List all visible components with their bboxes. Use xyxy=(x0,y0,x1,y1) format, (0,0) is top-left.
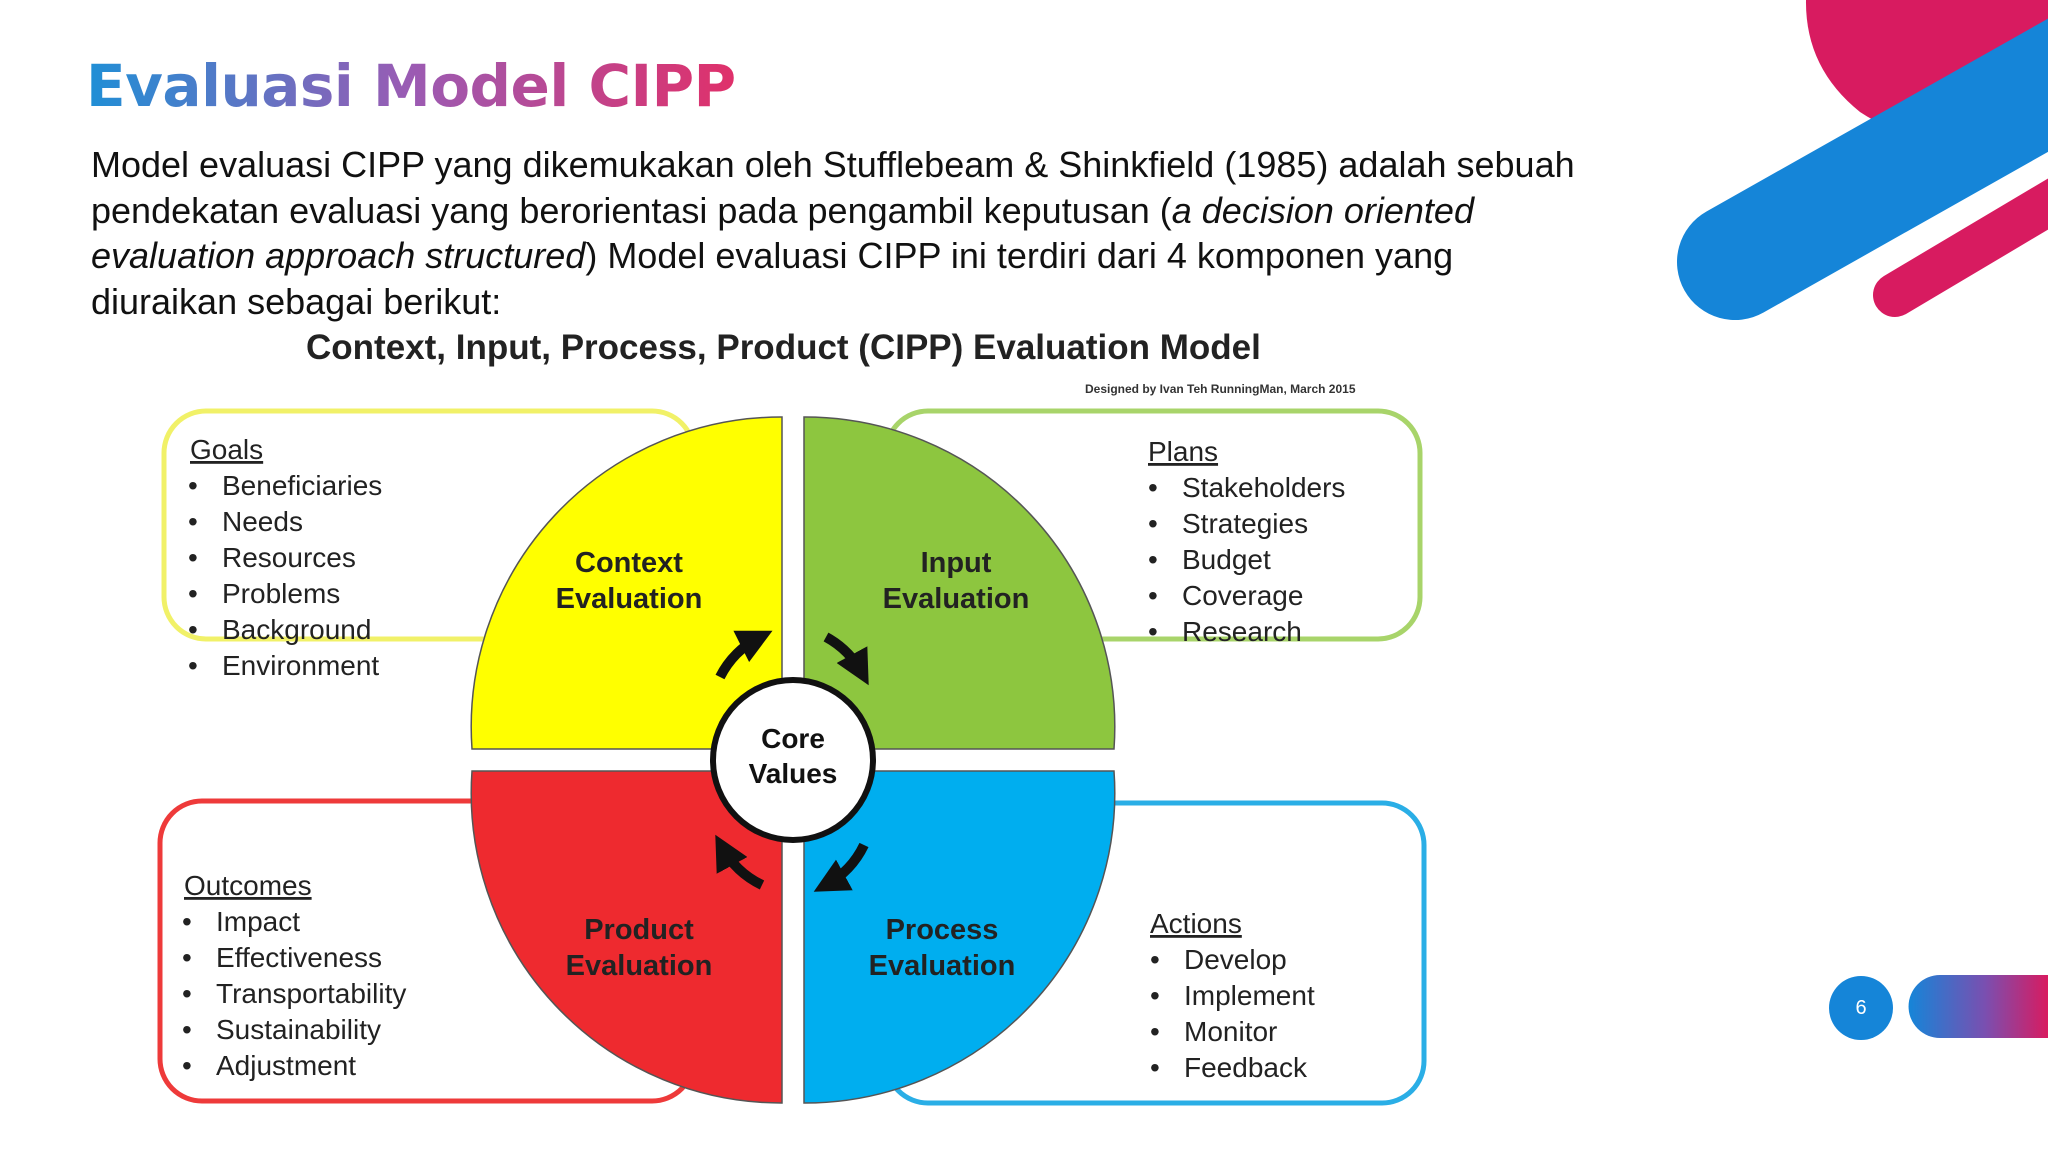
list-item: Environment xyxy=(222,650,379,681)
arrow-top-right-icon xyxy=(823,632,869,686)
list-item: • xyxy=(182,978,192,1009)
list-item: Resources xyxy=(222,542,356,573)
input-quadrant xyxy=(803,416,1116,750)
list-item: • xyxy=(182,906,192,937)
list-item: • xyxy=(1148,580,1158,611)
corner-pink-blob xyxy=(1805,0,2048,141)
process-quadrant xyxy=(803,770,1116,1104)
list-item: • xyxy=(1150,980,1160,1011)
cipp-diagram: Context, Input, Process, Product (CIPP) … xyxy=(150,325,1450,1125)
context-label-1: Context xyxy=(575,547,683,579)
list-item: Needs xyxy=(222,506,303,537)
intro-text-1: Model evaluasi CIPP yang dikemukakan ole… xyxy=(91,144,1575,231)
product-quadrant xyxy=(470,770,783,1104)
list-item: Transportability xyxy=(216,978,406,1009)
arrow-bottom-right-icon xyxy=(813,842,869,892)
diagram-credit: Designed by Ivan Teh RunningMan, March 2… xyxy=(1085,382,1356,396)
core-label-2: Values xyxy=(749,758,838,789)
context-quadrant xyxy=(470,416,783,750)
arrow-top-left-icon xyxy=(715,630,773,680)
list-item: Strategies xyxy=(1182,508,1308,539)
outcomes-heading: Outcomes xyxy=(184,870,312,901)
list-item: Impact xyxy=(216,906,300,937)
intro-text-2: ) Model evaluasi CIPP ini terdiri dari 4… xyxy=(91,235,1454,322)
outcomes-list: • Impact • Effectiveness • Transportability… xyxy=(182,906,406,1081)
slide-title: Evaluasi Model CIPP xyxy=(86,52,736,120)
list-item: Budget xyxy=(1182,544,1271,575)
goals-heading: Goals xyxy=(190,434,263,465)
list-item: • xyxy=(1150,944,1160,975)
input-label-2: Evaluation xyxy=(883,583,1030,615)
list-item: Develop xyxy=(1184,944,1287,975)
list-item: • xyxy=(188,542,198,573)
list-item: • xyxy=(182,942,192,973)
list-item: • xyxy=(182,1014,192,1045)
list-item: • xyxy=(188,470,198,501)
corner-pink-stripe xyxy=(1873,178,2048,317)
list-item: • xyxy=(188,578,198,609)
list-item: • xyxy=(188,614,198,645)
intro-paragraph: Model evaluasi CIPP yang dikemukakan ole… xyxy=(91,142,1591,324)
core-label-1: Core xyxy=(761,723,825,754)
cipp-diagram-svg: Context, Input, Process, Product (CIPP) … xyxy=(157,328,1427,1106)
goals-list: • Beneficiaries • Needs • Resources • Proble… xyxy=(188,470,382,681)
list-item: Coverage xyxy=(1182,580,1303,611)
product-label-1: Product xyxy=(584,914,694,946)
list-item: • xyxy=(1150,1016,1160,1047)
list-item: Problems xyxy=(222,578,340,609)
list-item: Monitor xyxy=(1184,1016,1277,1047)
list-item: Sustainability xyxy=(216,1014,381,1045)
list-item: Effectiveness xyxy=(216,942,382,973)
plans-heading: Plans xyxy=(1148,436,1218,467)
list-item: Feedback xyxy=(1184,1052,1308,1083)
process-label-1: Process xyxy=(886,914,999,946)
list-item: • xyxy=(188,506,198,537)
list-item: Background xyxy=(222,614,371,645)
product-label-2: Evaluation xyxy=(566,950,713,982)
page-tab xyxy=(1908,975,2048,1038)
actions-heading: Actions xyxy=(1150,908,1242,939)
list-item: Adjustment xyxy=(216,1050,356,1081)
intro-text-italic: a decision oriented evaluation approach … xyxy=(91,189,1474,277)
diagram-title: Context, Input, Process, Product (CIPP) … xyxy=(306,328,1261,367)
list-item: Research xyxy=(1182,616,1302,647)
core-values-circle xyxy=(710,677,876,843)
list-item: • xyxy=(1150,1052,1160,1083)
input-label-1: Input xyxy=(921,547,992,579)
list-item: • xyxy=(1148,616,1158,647)
list-item: • xyxy=(182,1050,192,1081)
arrow-bottom-left-icon xyxy=(715,834,765,890)
list-item: Beneficiaries xyxy=(222,470,382,501)
list-item: • xyxy=(1148,544,1158,575)
list-item: • xyxy=(1148,472,1158,503)
list-item: • xyxy=(188,650,198,681)
process-label-2: Evaluation xyxy=(869,950,1016,982)
page-number: 6 xyxy=(1829,976,1893,1040)
plans-list: • Stakeholders • Strategies • Budget • Cover… xyxy=(1148,472,1345,647)
list-item: Stakeholders xyxy=(1182,472,1345,503)
list-item: • xyxy=(1148,508,1158,539)
context-label-2: Evaluation xyxy=(556,583,703,615)
corner-blue-stripe xyxy=(1677,18,2048,320)
list-item: Implement xyxy=(1184,980,1315,1011)
actions-list: • Develop • Implement • Monitor • Feedback xyxy=(1150,944,1315,1083)
